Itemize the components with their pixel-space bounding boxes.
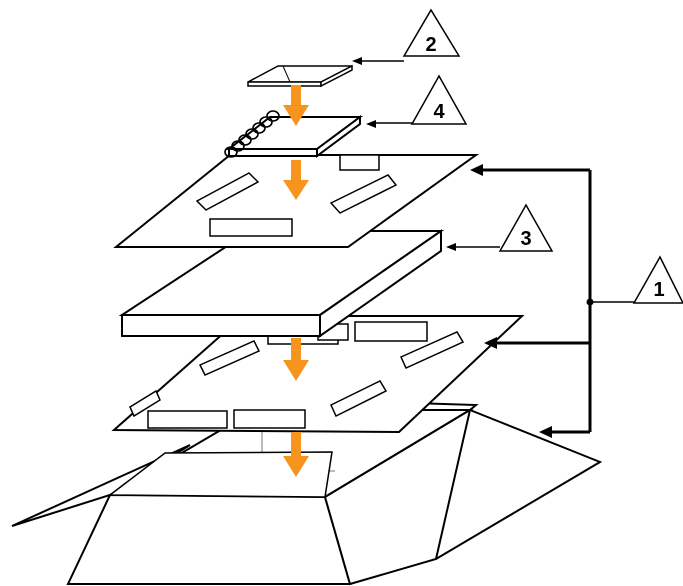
svg-text:1: 1 [653, 279, 664, 301]
upper-circuit-board [113, 154, 480, 248]
arrow-card-to-manual [283, 85, 309, 126]
foam-spacer [118, 229, 445, 338]
callout-2: 2 [402, 8, 461, 57]
shipping-box [11, 398, 603, 586]
svg-text:4: 4 [433, 101, 445, 123]
triangle-icon [632, 255, 683, 304]
svg-text:2: 2 [425, 34, 436, 56]
lower-circuit-board [111, 315, 525, 434]
triangle-icon [410, 74, 468, 125]
callout-1: 1 [632, 255, 683, 304]
arrow-foam-to-board [283, 338, 309, 381]
documentation-card [247, 64, 353, 88]
svg-text:3: 3 [520, 228, 531, 250]
callout-3: 3 [498, 203, 554, 252]
arrow-board-to-box [283, 432, 309, 477]
arrow-manual-to-board [283, 160, 309, 200]
triangle-icon [498, 203, 554, 252]
spiral-manual [224, 110, 364, 158]
callout-4: 4 [410, 74, 468, 125]
leader-lines [352, 57, 634, 438]
triangle-icon [402, 8, 461, 57]
assembly-arrows [283, 85, 309, 477]
